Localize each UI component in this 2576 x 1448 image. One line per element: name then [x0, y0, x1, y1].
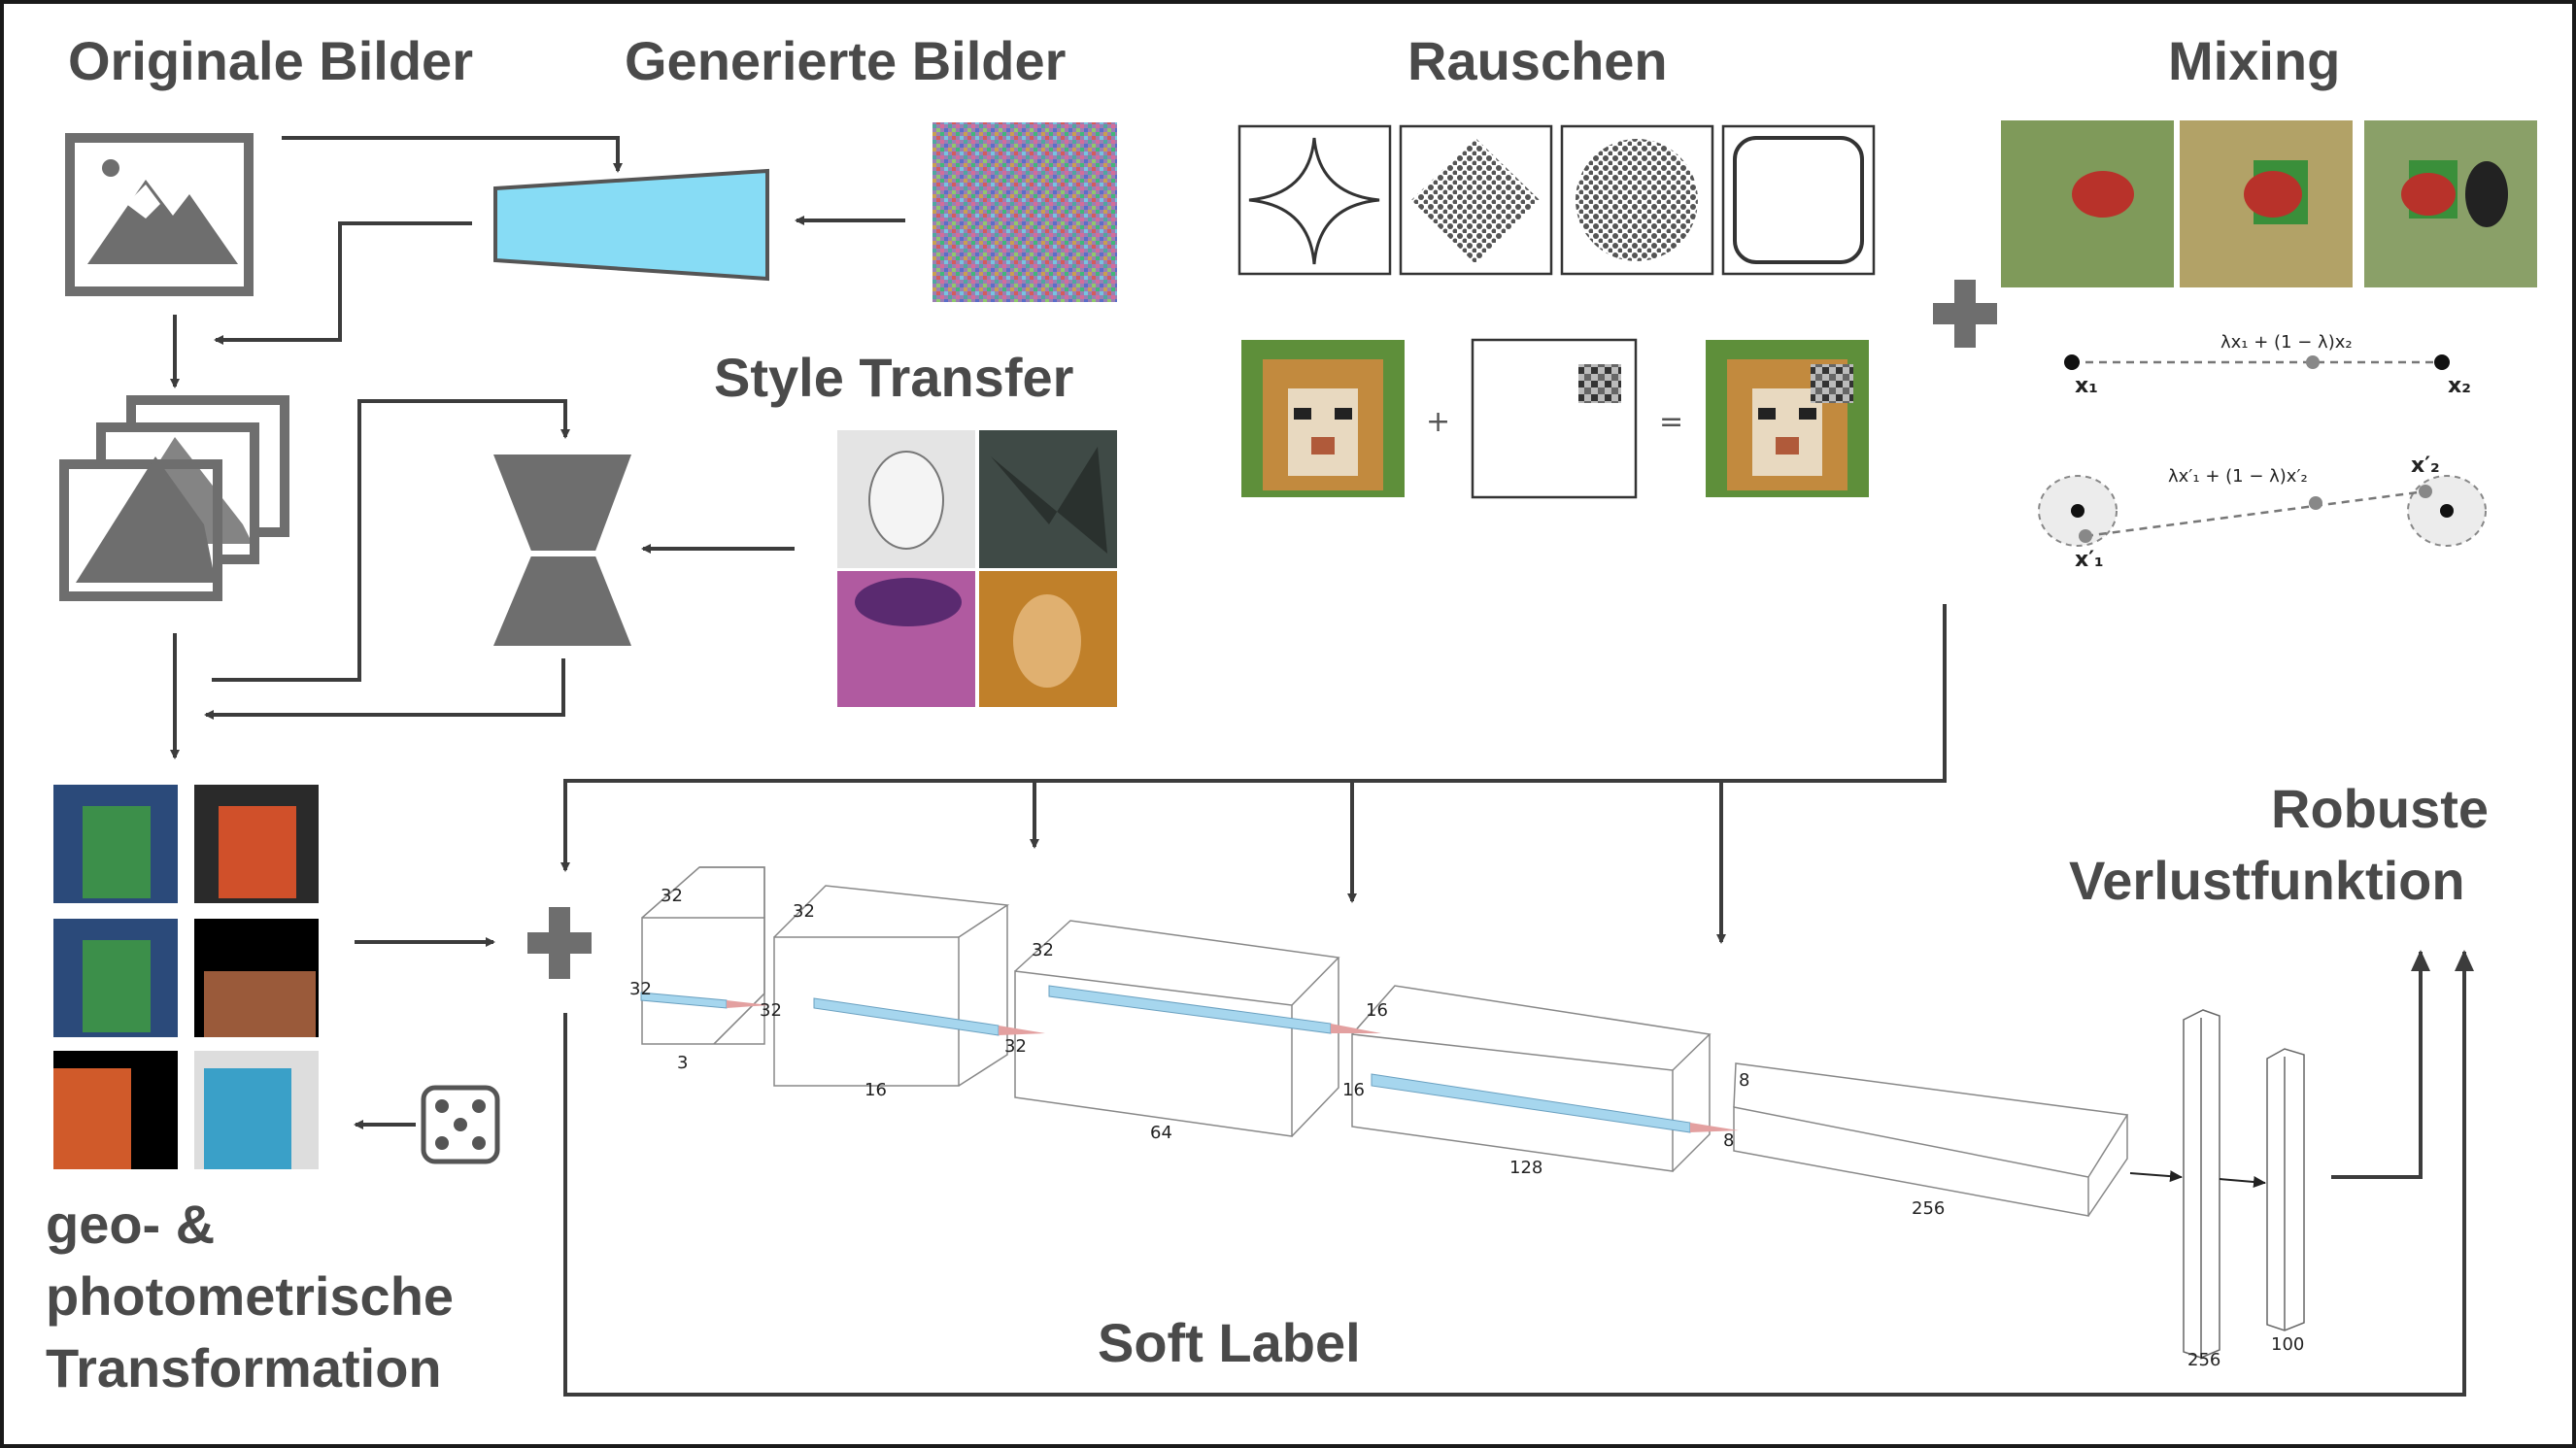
cnn-block-4: [1351, 985, 1712, 1172]
heading-geo-line3: Transformation: [46, 1337, 442, 1398]
style-transfer-network-shape: [493, 455, 631, 646]
block1-right-label: 32: [760, 1000, 782, 1021]
block4-right-label: 8: [1723, 1130, 1734, 1151]
noise-equals-sign: =: [1659, 405, 1683, 439]
block4-top-label: 16: [1366, 1000, 1388, 1021]
block5-top-label: 8: [1739, 1070, 1749, 1091]
cnn-labels: 32 32 32 3 32 32 16 32 16 64 16 8 128 8 …: [629, 886, 2304, 1370]
heading-geo-line2: photometrische: [46, 1265, 455, 1327]
mix-x2p: x′₂: [2411, 454, 2440, 478]
block1-side-label: 32: [629, 979, 652, 999]
block3-bottom-label: 64: [1150, 1123, 1172, 1143]
block2-top-label: 32: [793, 901, 815, 922]
fc-arrows: [2129, 1170, 2266, 1188]
stacked-images-icon: [59, 395, 289, 601]
dice-icon: [421, 1085, 500, 1164]
generator-network-shape: [493, 168, 769, 282]
random-noise-image: [932, 122, 1117, 302]
heading-robust-line2: Verlustfunktion: [2069, 850, 2465, 911]
arrows-network: [560, 604, 2474, 1397]
cnn-block-2: [773, 885, 1010, 1087]
transformed-images-grid: [53, 785, 319, 1169]
block5-bottom-label: 256: [1912, 1198, 1945, 1219]
block3-right-label: 16: [1342, 1080, 1365, 1100]
heading-geo-line1: geo- &: [46, 1194, 216, 1255]
fc-layers: [2183, 1009, 2305, 1359]
heading-generated-images: Generierte Bilder: [625, 30, 1067, 91]
cnn-block-5: [1733, 1062, 2129, 1217]
noise-shapes: [1237, 124, 1876, 276]
fc2-label: 100: [2271, 1334, 2304, 1355]
fc1-label: 256: [2187, 1350, 2220, 1370]
plus-icon-combine: [527, 907, 592, 979]
plus-icon-noise: [1933, 280, 1997, 348]
block2-right-label: 32: [1004, 1036, 1027, 1057]
mixing-formula-labels: λx₁ + (1 − λ)x₂ x₁ x₂ λx′₁ + (1 − λ)x′₂ …: [2075, 332, 2471, 572]
heading-noise: Rauschen: [1407, 30, 1668, 91]
mix-x1: x₁: [2075, 374, 2098, 398]
mixing-schematic: [2038, 354, 2487, 547]
mix-formula-2: λx′₁ + (1 − λ)x′₂: [2168, 466, 2308, 487]
style-images-grid: [837, 430, 1117, 707]
noise-patch-equation: [1241, 338, 1869, 499]
noise-plus-sign: +: [1426, 405, 1450, 439]
block3-top-label: 32: [1032, 940, 1054, 960]
heading-soft-label: Soft Label: [1098, 1312, 1361, 1373]
mix-x2: x₂: [2448, 374, 2471, 398]
cnn-block-3: [1014, 920, 1340, 1137]
arrows-top-left: [170, 136, 905, 1129]
block2-bottom-label: 16: [864, 1080, 887, 1100]
heading-original-images: Originale Bilder: [68, 30, 473, 91]
heading-mixing: Mixing: [2168, 30, 2341, 91]
block1-top-label: 32: [661, 886, 683, 906]
kernel-rods: [640, 985, 1739, 1133]
cnn-block-1: [641, 866, 765, 1045]
heading-style-transfer: Style Transfer: [714, 347, 1074, 408]
mix-x1p: x′₁: [2075, 548, 2104, 572]
block1-bottom-label: 3: [677, 1053, 688, 1073]
block4-bottom-label: 128: [1509, 1158, 1542, 1178]
mixing-images: [2001, 120, 2537, 287]
original-image-icon: [65, 133, 254, 296]
mix-formula-1: λx₁ + (1 − λ)x₂: [2220, 332, 2353, 353]
heading-robust-line1: Robuste: [2271, 778, 2489, 839]
